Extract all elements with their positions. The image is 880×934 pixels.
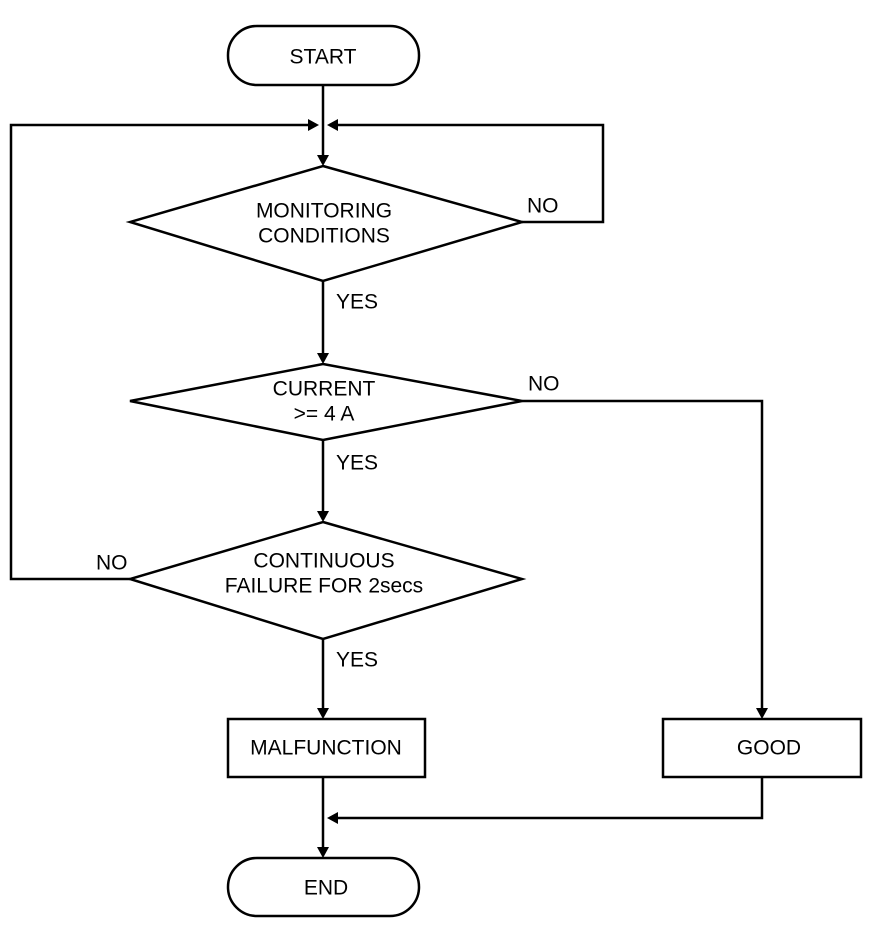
current-label-line2: >= 4 A: [294, 403, 355, 426]
continuous-label-line1: CONTINUOUS: [253, 550, 394, 573]
continuous-no-label: NO: [96, 552, 128, 575]
arrowhead-join: [327, 812, 338, 824]
monitoring-no-label: NO: [527, 195, 559, 218]
continuous-failure-decision: [125, 520, 527, 641]
current-yes-label: YES: [336, 452, 378, 475]
arrowhead-current: [317, 353, 329, 364]
malfunction-box: [226, 717, 427, 779]
arrowhead-monitoring: [317, 155, 329, 166]
edge-good-to-end: [335, 777, 764, 820]
monitoring-label-line1: MONITORING: [256, 200, 392, 223]
current-decision: [129, 362, 523, 442]
edge-monitoring-no-loop: [335, 123, 605, 224]
monitoring-conditions-decision: [125, 164, 527, 283]
good-label: GOOD: [737, 737, 801, 760]
monitoring-label-line2: CONDITIONS: [258, 225, 390, 248]
start-terminal: [226, 24, 421, 87]
arrowhead-continuous: [317, 511, 329, 522]
continuous-yes-label: YES: [336, 649, 378, 672]
current-no-label: NO: [528, 373, 560, 396]
start-label: START: [290, 46, 357, 69]
arrowhead-malfunction: [317, 708, 329, 719]
arrowhead-end: [317, 847, 329, 858]
malfunction-label: MALFUNCTION: [250, 737, 402, 760]
good-box: [661, 717, 863, 779]
edge-continuous-no-loop: [9, 123, 311, 581]
arrowhead-good: [756, 708, 768, 719]
end-terminal: [226, 856, 421, 918]
arrowhead-merge-left: [308, 119, 319, 131]
current-label-line1: CURRENT: [273, 378, 376, 401]
continuous-label-line2: FAILURE FOR 2secs: [225, 575, 423, 598]
end-label: END: [304, 877, 348, 900]
arrowhead-merge-right: [327, 119, 338, 131]
monitoring-yes-label: YES: [336, 291, 378, 314]
edge-current-no: [522, 399, 764, 711]
